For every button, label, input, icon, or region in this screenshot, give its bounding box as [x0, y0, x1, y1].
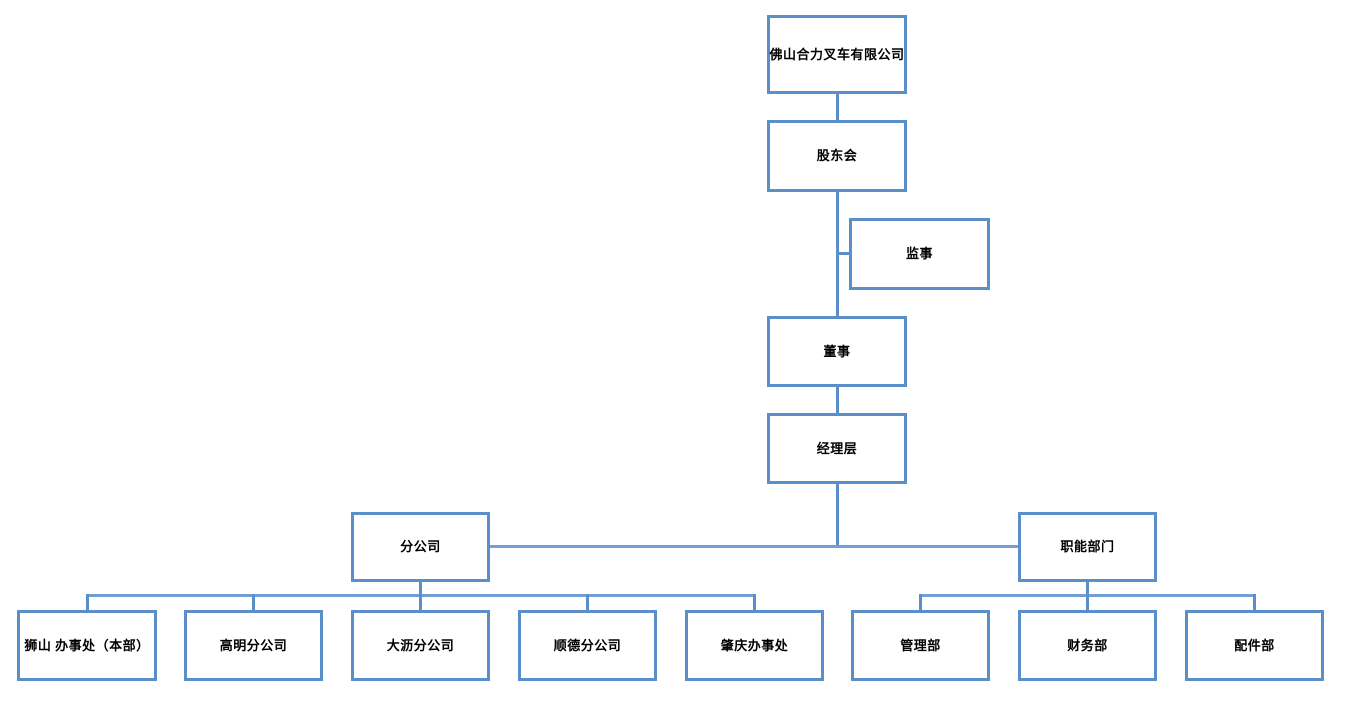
node-supervisor[interactable]: 监事 — [849, 218, 990, 290]
node-gaoming-branch[interactable]: 高明分公司 — [184, 610, 323, 681]
connector-drop-b2 — [252, 594, 255, 611]
connector-drop-f2 — [1086, 594, 1089, 611]
connector-manager-to-level4-bus — [836, 484, 839, 547]
node-management-department[interactable]: 管理部 — [851, 610, 990, 681]
node-label: 股东会 — [816, 148, 858, 164]
node-director[interactable]: 董事 — [767, 316, 907, 387]
node-label: 分公司 — [400, 539, 441, 555]
node-label: 肇庆办事处 — [720, 637, 789, 653]
node-label: 佛山合力叉车有限公司 — [769, 46, 905, 62]
node-shishan-office-headquarters[interactable]: 狮山 办事处（本部） — [17, 610, 157, 681]
connector-drop-b1 — [86, 594, 89, 611]
connector-branch-drop — [419, 582, 422, 595]
connector-drop-b5 — [753, 594, 756, 611]
node-zhaoqing-office[interactable]: 肇庆办事处 — [685, 610, 824, 681]
node-label: 财务部 — [1067, 637, 1108, 653]
node-company-root[interactable]: 佛山合力叉车有限公司 — [767, 15, 907, 94]
connector-bus-level4-left — [490, 545, 837, 548]
connector-trunk-to-supervisor — [836, 252, 852, 255]
node-parts-department[interactable]: 配件部 — [1185, 610, 1324, 681]
node-label: 配件部 — [1234, 637, 1275, 653]
connector-drop-f3 — [1253, 594, 1256, 611]
node-label: 董事 — [823, 343, 851, 359]
connector-bus-level4-right — [836, 545, 1019, 548]
node-label: 高明分公司 — [219, 637, 288, 653]
connector-root-to-shareholders — [836, 94, 839, 120]
node-label: 监事 — [905, 246, 933, 262]
node-label: 职能部门 — [1060, 539, 1115, 555]
node-label: 大沥分公司 — [386, 637, 455, 653]
node-shunde-branch[interactable]: 顺德分公司 — [518, 610, 657, 681]
connector-drop-b4 — [586, 594, 589, 611]
node-branch-companies[interactable]: 分公司 — [351, 512, 490, 582]
node-label: 管理部 — [900, 637, 941, 653]
node-functional-departments[interactable]: 职能部门 — [1018, 512, 1157, 582]
connector-function-drop — [1086, 582, 1089, 595]
node-label: 狮山 办事处（本部） — [24, 637, 150, 653]
connector-drop-f1 — [919, 594, 922, 611]
connector-director-to-manager — [836, 387, 839, 413]
node-shareholders-meeting[interactable]: 股东会 — [767, 120, 907, 192]
node-label: 经理层 — [816, 440, 858, 456]
node-dali-branch[interactable]: 大沥分公司 — [351, 610, 490, 681]
node-label: 顺德分公司 — [553, 637, 622, 653]
node-finance-department[interactable]: 财务部 — [1018, 610, 1157, 681]
connector-drop-b3 — [419, 594, 422, 611]
node-management-layer[interactable]: 经理层 — [767, 413, 907, 484]
